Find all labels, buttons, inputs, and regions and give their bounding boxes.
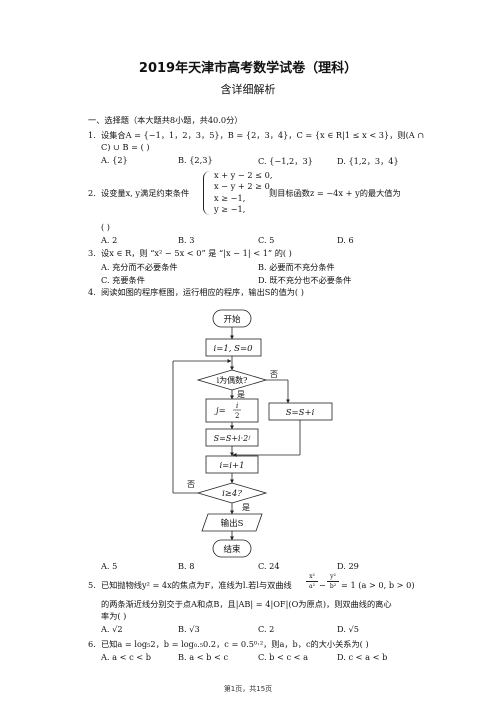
- flow-odd-sum-label: S=S+i: [286, 408, 315, 418]
- q2-constraint-2: x − y + 2 ≥ 0,: [214, 181, 273, 191]
- q6-stem: 已知a = log₅2，b = log₀.₅0.2，c = 0.5⁰·²，则a，…: [101, 639, 369, 649]
- page-subtitle: 含详细解析: [220, 83, 276, 96]
- q4-option-c: C. 24: [258, 561, 280, 571]
- flow-output-box: [201, 513, 263, 532]
- flow-decision-even-label: i为偶数?: [217, 375, 248, 385]
- q2-constraint-1: x + y − 2 ≤ 0,: [214, 170, 273, 180]
- q5-option-c: C. 2: [258, 624, 275, 634]
- flow-j-box: [205, 398, 259, 423]
- q5-frac2-denominator: b²: [329, 583, 337, 590]
- flow-init-box: [205, 338, 262, 357]
- q5-stem-line3: 率为( ): [101, 611, 127, 621]
- q5-frac1-denominator: a²: [309, 583, 315, 590]
- q3-number: 3.: [88, 248, 96, 258]
- section-heading: 一、选择题（本大题共8小题，共40.0分）: [88, 115, 243, 125]
- q5-stem-line2: 的两条渐近线分别交于点A和点B，且|AB| = 4|OF|(O为原点)，则双曲线…: [101, 599, 392, 609]
- flow-j-numerator: i: [236, 402, 238, 410]
- q4-option-d: D. 29: [337, 561, 359, 571]
- q4-option-b: B. 8: [178, 561, 195, 571]
- q5-stem-line1b: = 1 (a > 0, b > 0): [341, 580, 415, 590]
- flow-even-sum-label: S=S+i·2ʲ: [214, 434, 252, 443]
- q6-option-a: A. a < c < b: [101, 652, 151, 662]
- q5-option-b: B. √3: [178, 624, 200, 634]
- q5-option-d: D. √5: [337, 624, 359, 634]
- q5-frac1-bar: [306, 581, 318, 582]
- q6-option-d: D. c < a < b: [337, 652, 388, 662]
- q2-number: 2.: [88, 188, 96, 198]
- page-footer: 第1页，共15页: [223, 685, 273, 693]
- q4-number: 4.: [88, 287, 96, 297]
- flow-no-label-1: 否: [270, 370, 278, 379]
- flow-odd-sum-box: [268, 402, 333, 421]
- q4-stem: 阅读如图的程序框图，运行相应的程序，输出S的值为( ): [101, 287, 304, 297]
- q6-option-c: C. b < c < a: [258, 652, 309, 662]
- q3-option-b: B. 必要而不充分条件: [258, 262, 335, 272]
- q5-stem-line1a: 已知抛物线y² = 4x的焦点为F，准线为l.若l与双曲线: [101, 580, 292, 590]
- q2-stem-prefix: 设变量x, y满足约束条件: [101, 188, 190, 198]
- q5-option-a: A. √2: [101, 624, 123, 634]
- q1-stem-line2: C) ∪ B = ( ): [101, 142, 150, 152]
- q3-stem: 设x ∈ R，则 “x² − 5x < 0” 是 “|x − 1| < 1” 的…: [101, 248, 292, 258]
- q2-constraint-brace: [203, 171, 211, 215]
- flow-start-label: 开始: [223, 314, 241, 325]
- q2-constraint-4: y ≥ −1,: [214, 204, 246, 214]
- q2-option-b: B. 3: [178, 235, 195, 245]
- q2-option-c: C. 5: [258, 235, 275, 245]
- flow-init-label: i=1, S=0: [213, 344, 253, 354]
- q5-number: 5.: [88, 580, 96, 590]
- q5-minus-sign: −: [319, 580, 326, 590]
- q1-option-c: C. {−1,2，3}: [258, 156, 313, 166]
- q3-option-d: D. 既不充分也不必要条件: [258, 275, 352, 285]
- q2-constraint-3: x ≥ −1,: [214, 193, 246, 203]
- flow-j-lhs: j=: [214, 406, 226, 416]
- q1-stem-line1: 设集合A = {−1，1，2，3，5}，B = {2，3，4}，C = {x ∈…: [101, 130, 425, 140]
- q2-option-a: A. 2: [101, 235, 118, 245]
- q6-option-b: B. a < b < c: [178, 652, 229, 662]
- page-title: 2019年天津市高考数学试卷（理科）: [138, 61, 358, 76]
- q2-paren: ( ): [101, 222, 110, 232]
- q5-frac1-numerator: x²: [309, 573, 315, 580]
- q5-frac2-numerator: y²: [330, 573, 336, 580]
- flow-yes-label-1: 是: [237, 390, 245, 399]
- flow-no-label-2: 否: [187, 480, 195, 489]
- flow-decision-stop-label: i≥4?: [222, 489, 242, 499]
- q3-option-c: C. 充要条件: [101, 275, 145, 285]
- flow-yes-label-2: 是: [242, 503, 250, 512]
- q1-option-d: D. {1,2，3，4}: [337, 156, 399, 166]
- flow-output-label: 输出S: [221, 518, 244, 529]
- q3-option-a: A. 充分而不必要条件: [101, 262, 178, 272]
- q2-stem-suffix: 则目标函数z = −4x + y的最大值为: [269, 188, 401, 198]
- q1-option-a: A. {2}: [101, 155, 128, 165]
- q1-option-b: B. {2,3}: [178, 155, 213, 165]
- flow-end-label: 结束: [223, 544, 241, 555]
- q6-number: 6.: [88, 639, 96, 649]
- q5-frac2-bar: [327, 581, 339, 582]
- q2-option-d: D. 6: [337, 235, 354, 245]
- q1-number: 1.: [88, 130, 96, 140]
- flow-increment-label: i=i+1: [219, 461, 244, 471]
- flow-j-denominator: 2: [235, 412, 239, 420]
- q4-option-a: A. 5: [101, 561, 118, 571]
- flow-end-terminal: [212, 539, 252, 558]
